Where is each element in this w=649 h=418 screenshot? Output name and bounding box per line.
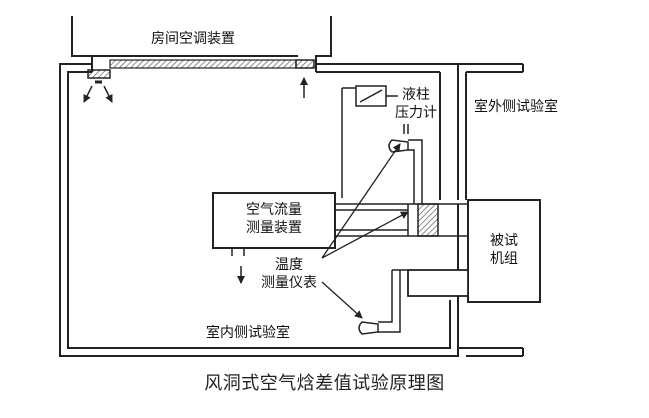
liquid-manometer [341, 85, 398, 198]
outdoor-room-label: 室外侧试验室 [474, 99, 558, 115]
lower-temp-sensor [358, 269, 408, 335]
air-duct [335, 203, 468, 237]
airflow-device-label: 空气流量 测量装置 [213, 201, 335, 237]
upper-temp-sensor [388, 124, 423, 204]
airflow-line-2: 测量装置 [246, 220, 302, 236]
airflow-measuring-device [212, 192, 336, 256]
manometer-line-2: 压力计 [395, 105, 437, 121]
airflow-line-1: 空气流量 [246, 202, 302, 218]
manometer-line-1: 液柱 [402, 87, 430, 103]
liquid-manometer-label: 液柱 压力计 [388, 86, 444, 122]
temp-line-1: 温度 [275, 257, 303, 273]
temp-instrument-label: 温度 测量仪表 [254, 256, 324, 292]
temp-pointer-lines [321, 143, 409, 319]
diagram-caption: 风洞式空气焓差值试验原理图 [204, 373, 445, 394]
ac-return-inlet [295, 59, 315, 98]
unit-under-test-label: 被试 机组 [468, 232, 540, 268]
room-ac-label: 房间空调装置 [151, 31, 235, 47]
unit-line-1: 被试 [490, 233, 518, 249]
unit-line-2: 机组 [490, 251, 518, 267]
ac-supply-outlet [83, 69, 113, 103]
temp-line-2: 测量仪表 [261, 275, 317, 291]
unit-under-test [407, 199, 541, 303]
indoor-room-walls [59, 63, 459, 357]
indoor-room-label: 室内侧试验室 [206, 325, 290, 341]
outdoor-room-walls [457, 63, 524, 357]
